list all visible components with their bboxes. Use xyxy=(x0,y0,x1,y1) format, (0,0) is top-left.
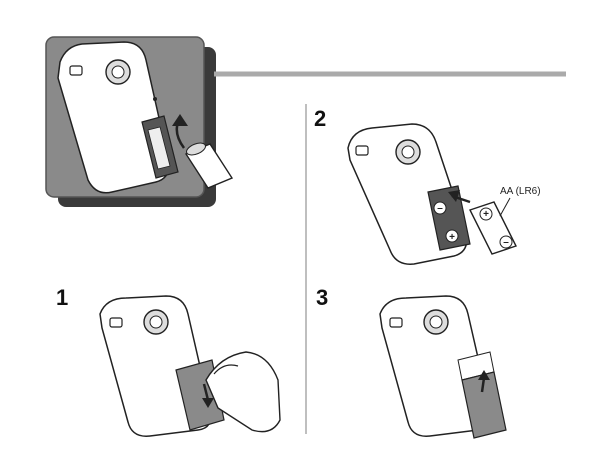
svg-text:–: – xyxy=(503,237,509,248)
overview-panel xyxy=(45,36,234,207)
svg-text:–: – xyxy=(437,203,443,214)
svg-text:+: + xyxy=(483,209,489,220)
step-number-1: 1 xyxy=(56,285,69,310)
step-number-2: 2 xyxy=(314,106,327,131)
hand-slide-cover-open-icon xyxy=(99,295,281,437)
device-battery-insert-icon xyxy=(57,41,234,194)
battery-polarity-insert-icon: – + + – xyxy=(347,123,517,265)
cover-close-icon xyxy=(379,295,507,439)
battery-type-label: AA (LR6) xyxy=(500,186,541,197)
step-number-3: 3 xyxy=(316,285,329,310)
svg-text:+: + xyxy=(449,232,455,243)
